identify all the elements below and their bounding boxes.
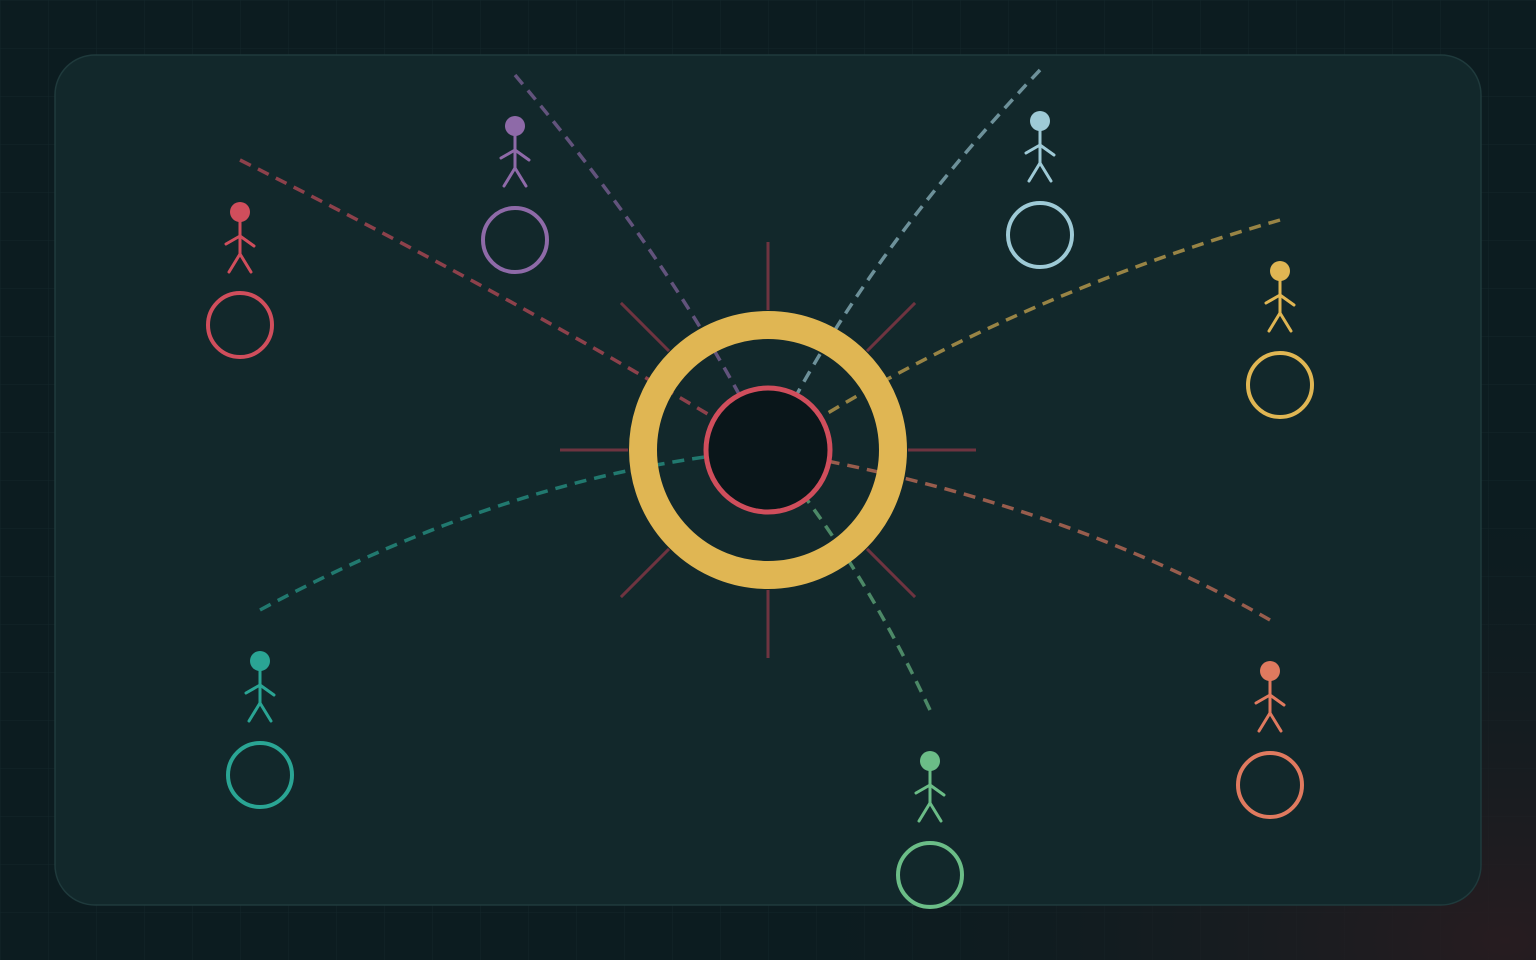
aim-line-red xyxy=(239,158,769,452)
stick-figure-icon xyxy=(244,651,276,723)
aim-line-purple xyxy=(513,73,770,451)
inner-ring-icon[interactable] xyxy=(703,385,833,515)
core-spoke xyxy=(619,547,671,599)
player-orange[interactable] xyxy=(1236,661,1304,819)
base-ring-icon[interactable] xyxy=(1236,751,1304,819)
base-ring-icon[interactable] xyxy=(226,741,294,809)
stick-figure-icon xyxy=(1024,111,1056,183)
stick-figure-icon xyxy=(914,751,946,823)
player-light-blue[interactable] xyxy=(1006,111,1074,269)
base-ring-icon[interactable] xyxy=(1006,201,1074,269)
outer-ring-icon[interactable] xyxy=(629,311,907,589)
aim-line-teal xyxy=(259,448,769,612)
player-teal[interactable] xyxy=(226,651,294,809)
core-fill xyxy=(706,388,830,512)
central-core[interactable] xyxy=(629,311,907,589)
players xyxy=(206,111,1314,909)
stick-figure-icon xyxy=(499,116,531,188)
stick-figure-icon xyxy=(1264,261,1296,333)
stick-figure-icon xyxy=(224,202,256,274)
aim-line-yellow xyxy=(767,218,1281,452)
base-ring-icon[interactable] xyxy=(896,841,964,909)
core-spokes xyxy=(560,242,976,658)
player-yellow[interactable] xyxy=(1246,261,1314,419)
aim-line-orange xyxy=(767,448,1271,622)
base-ring-icon[interactable] xyxy=(481,206,549,274)
core-spoke xyxy=(619,301,671,353)
stick-figure-icon xyxy=(1254,661,1286,733)
base-ring-icon[interactable] xyxy=(1246,351,1314,419)
core-spoke xyxy=(865,301,917,353)
base-ring-icon[interactable] xyxy=(206,291,274,359)
player-purple[interactable] xyxy=(481,116,549,274)
core-spoke xyxy=(865,547,917,599)
player-red[interactable] xyxy=(206,202,274,359)
player-green[interactable] xyxy=(896,751,964,909)
